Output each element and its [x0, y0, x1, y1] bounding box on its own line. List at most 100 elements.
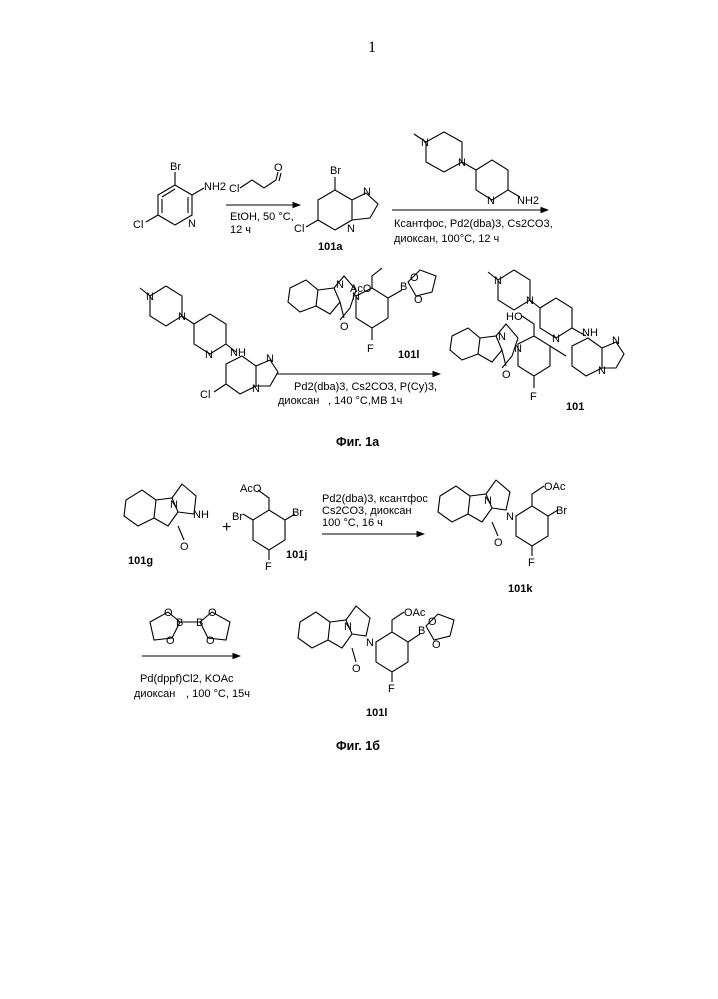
- conditions-line-2: диоксан, 100°C, 12 ч: [394, 233, 499, 245]
- atom-br: Br: [170, 161, 181, 173]
- compound-101-structure: N N N NH N N N N HO O F: [450, 270, 624, 403]
- atom-o: O: [274, 162, 283, 174]
- atom-b: B: [196, 617, 203, 629]
- atom-ho: HO: [506, 311, 523, 323]
- atom-o: O: [502, 369, 511, 381]
- atom-o: O: [340, 321, 349, 333]
- atom-o: O: [208, 607, 217, 619]
- atom-n: N: [487, 195, 495, 207]
- atom-oac: OAc: [404, 607, 426, 619]
- atom-o: O: [428, 616, 437, 628]
- atom-o: O: [352, 663, 361, 675]
- atom-n: N: [252, 383, 260, 395]
- atom-f: F: [528, 557, 535, 569]
- atom-b: B: [176, 617, 183, 629]
- methylpiperazinyl-aminopyridine-structure: N N N NH2: [414, 132, 539, 207]
- atom-nh: NH: [582, 327, 598, 339]
- atom-o: O: [166, 635, 175, 647]
- atom-n: N: [188, 218, 196, 230]
- compound-101a-structure: Br N N Cl: [294, 165, 378, 235]
- atom-o: O: [180, 541, 189, 553]
- atom-n: N: [552, 333, 560, 345]
- atom-f: F: [530, 391, 537, 403]
- atom-br: Br: [556, 505, 567, 517]
- bis-pinacolato-diboron-structure: O O O O B B: [150, 607, 230, 647]
- atom-o: O: [206, 635, 215, 647]
- conditions-line-2: Cs2CO3, диоксан: [322, 505, 412, 517]
- atom-n: N: [514, 343, 522, 355]
- atom-f: F: [388, 683, 395, 695]
- atom-o: O: [432, 639, 441, 651]
- atom-f: F: [265, 561, 272, 573]
- atom-nh: NH: [230, 347, 246, 359]
- atom-cl: Cl: [229, 183, 239, 195]
- atom-cl: Cl: [200, 389, 210, 401]
- scheme-1a: Br NH2 N Cl Cl O EtOH, 50 °C, 12 ч Br N …: [133, 132, 624, 449]
- page-number: 1: [368, 39, 376, 56]
- atom-aco: AcO: [240, 483, 262, 495]
- atom-oac: OAc: [544, 481, 566, 493]
- atom-n: N: [205, 349, 213, 361]
- compound-label-101j: 101j: [286, 549, 307, 561]
- conditions-line-1: Ксантфос, Pd2(dba)3, Cs2CO3,: [394, 218, 553, 230]
- compound-101l-structure: N N O OAc B O O F: [298, 606, 454, 695]
- conditions-line-1: Pd(dppf)Cl2, KOAc: [140, 673, 234, 685]
- reagent-aminopyridine-structure: Br NH2 N Cl: [133, 161, 226, 231]
- atom-nh2: NH2: [204, 181, 226, 193]
- atom-b: B: [400, 281, 407, 293]
- scheme-1b: N NH O 101g + AcO Br Br F 101j Pd2(dba)3…: [124, 480, 567, 753]
- atom-n: N: [366, 637, 374, 649]
- conditions-line-2a: диоксан: [134, 688, 175, 700]
- atom-n: N: [170, 499, 178, 511]
- atom-n: N: [266, 353, 274, 365]
- atom-n: N: [458, 157, 466, 169]
- compound-label-101a: 101a: [318, 241, 343, 253]
- atom-n: N: [352, 291, 360, 303]
- conditions-line-2b: , 140 °C,МВ 1ч: [328, 395, 402, 407]
- conditions-line-2a: диоксан: [278, 395, 319, 407]
- atom-nh: NH: [193, 509, 209, 521]
- atom-n: N: [336, 279, 344, 291]
- atom-n: N: [494, 275, 502, 287]
- chloroacetaldehyde-structure: Cl O: [229, 162, 283, 195]
- atom-o: O: [410, 272, 419, 284]
- atom-br: Br: [292, 507, 303, 519]
- atom-n: N: [178, 311, 186, 323]
- atom-b: B: [418, 625, 425, 637]
- atom-n: N: [363, 186, 371, 198]
- conditions-line-2b: , 100 °C, 15ч: [186, 688, 250, 700]
- atom-n: N: [344, 621, 352, 633]
- compound-label-101l: 101l: [398, 349, 419, 361]
- compound-label-101k: 101k: [508, 583, 533, 595]
- conditions-line-3: 100 °C, 16 ч: [322, 517, 383, 529]
- atom-cl: Cl: [294, 223, 304, 235]
- atom-o: O: [494, 537, 503, 549]
- atom-o: O: [414, 294, 423, 306]
- atom-n: N: [506, 511, 514, 523]
- atom-n: N: [526, 295, 534, 307]
- atom-n: N: [484, 495, 492, 507]
- atom-n: N: [598, 365, 606, 377]
- compound-label-101g: 101g: [128, 555, 153, 567]
- conditions-line-1: Pd2(dba)3, Cs2CO3, P(Cy)3,: [294, 381, 437, 393]
- atom-n: N: [421, 137, 429, 149]
- atom-nh2: NH2: [517, 195, 539, 207]
- atom-f: F: [367, 343, 374, 355]
- conditions-line-2: 12 ч: [230, 224, 251, 236]
- atom-n: N: [146, 291, 154, 303]
- intermediate-structure: N N N NH N N Cl: [140, 286, 278, 401]
- atom-br: Br: [330, 165, 341, 177]
- compound-label-101: 101: [566, 401, 584, 413]
- atom-o: O: [164, 607, 173, 619]
- atom-n: N: [612, 335, 620, 347]
- atom-n: N: [498, 331, 506, 343]
- compound-101k-structure: N N O OAc Br F: [438, 480, 567, 569]
- figure-caption-1b: Фиг. 1б: [336, 739, 380, 753]
- atom-br: Br: [232, 511, 243, 523]
- conditions-line-1: Pd2(dba)3, ксантфос: [322, 493, 428, 505]
- conditions-line-1: EtOH, 50 °C,: [230, 211, 294, 223]
- compound-101l-structure: AcO N N O B O O F: [288, 268, 436, 355]
- compound-101g-structure: N NH O: [124, 484, 209, 553]
- atom-cl: Cl: [133, 219, 143, 231]
